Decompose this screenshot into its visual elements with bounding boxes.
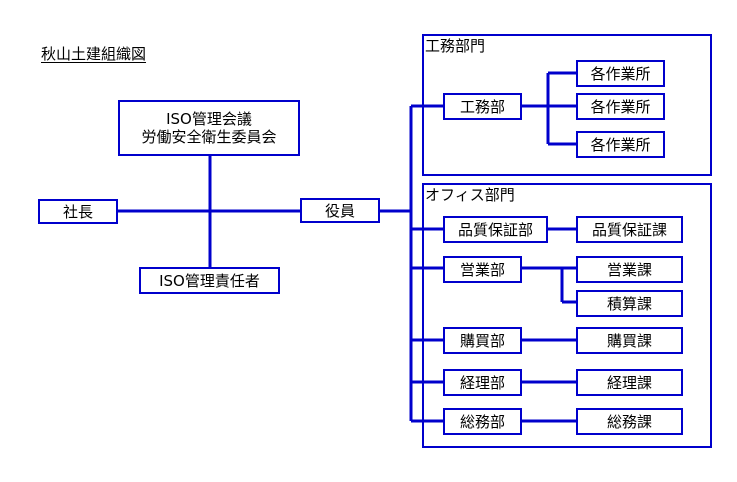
chart-title: 秋山土建組織図 — [41, 45, 147, 63]
work-site-box-3: 各作業所 — [576, 131, 665, 158]
estimation-section-box: 積算課 — [576, 290, 683, 317]
sales-dept-box: 営業部 — [443, 256, 522, 283]
iso-manager-box: ISO管理責任者 — [139, 267, 280, 294]
quality-assurance-dept-box: 品質保証部 — [443, 216, 548, 243]
accounting-section-box: 経理課 — [576, 369, 683, 396]
committee-line-2: 労働安全衛生委員会 — [141, 128, 277, 146]
general-affairs-section-box: 総務課 — [576, 408, 683, 435]
work-site-box-1: 各作業所 — [576, 60, 665, 87]
president-box: 社長 — [38, 199, 118, 224]
office-division-label: オフィス部門 — [425, 186, 515, 204]
sales-section-box: 営業課 — [576, 256, 683, 283]
office-division-frame — [422, 183, 712, 448]
accounting-dept-box: 経理部 — [443, 369, 522, 396]
construction-division-frame — [422, 34, 712, 176]
committee-box: ISO管理会議 労働安全衛生委員会 — [118, 100, 300, 156]
construction-dept-box: 工務部 — [443, 93, 522, 120]
quality-assurance-section-box: 品質保証課 — [576, 216, 683, 243]
officers-box: 役員 — [300, 198, 380, 223]
work-site-box-2: 各作業所 — [576, 93, 665, 120]
construction-division-label: 工務部門 — [425, 37, 486, 55]
purchasing-dept-box: 購買部 — [443, 327, 522, 354]
purchasing-section-box: 購買課 — [576, 327, 683, 354]
committee-line-1: ISO管理会議 — [166, 110, 252, 128]
general-affairs-dept-box: 総務部 — [443, 408, 522, 435]
